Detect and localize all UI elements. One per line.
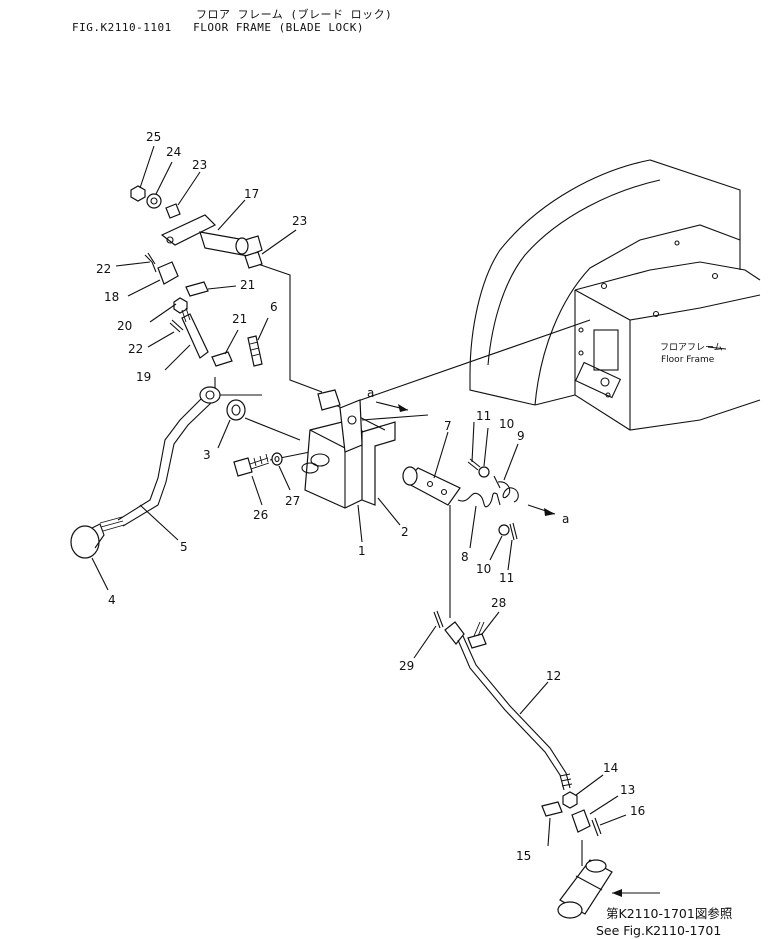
part-17-arm [160, 214, 263, 257]
part-label-21-upper: 21 [240, 278, 255, 292]
part-29-cotter [433, 610, 444, 629]
referenced-valve-part [557, 840, 613, 919]
frame-label-jp: フロアフレーム [660, 342, 723, 353]
part-label-8: 8 [461, 550, 469, 564]
part-label-14: 14 [603, 761, 618, 775]
part-7-shaft [402, 466, 461, 506]
part-11-cotter-upper [467, 458, 481, 471]
part-label-16: 16 [630, 804, 645, 818]
figure-header: FIG.K2110-1101 FLOOR FRAME (BLADE LOCK) [72, 21, 364, 34]
part-14-nut [562, 791, 578, 809]
part-label-22-lower: 22 [128, 342, 143, 356]
part-label-19: 19 [136, 370, 151, 384]
view-marker-right: a [562, 512, 569, 526]
lock-tab [317, 389, 363, 453]
part-label-3: 3 [203, 448, 211, 462]
view-arrow-upper: a [367, 386, 409, 412]
part-16-cotter [591, 817, 602, 837]
part-label-18: 18 [104, 290, 119, 304]
part-label-10-lower: 10 [476, 562, 491, 576]
assembly-lines [214, 262, 591, 618]
part-label-27: 27 [285, 494, 300, 508]
part-label-1: 1 [358, 544, 366, 558]
part-10-washer-upper [478, 466, 490, 478]
part-20-nut [173, 297, 188, 314]
part-13-clevis [571, 809, 591, 833]
reference-label-jp: 第K2110-1701図参照 [606, 906, 732, 921]
part-21-pin-lower [211, 351, 233, 367]
part-label-26: 26 [253, 508, 268, 522]
reference-arrow [612, 889, 660, 897]
part-15-pin [541, 801, 563, 817]
part-12-rod [444, 621, 573, 791]
part-label-5: 5 [180, 540, 188, 554]
part-label-15: 15 [516, 849, 531, 863]
part-label-11-upper: 11 [476, 409, 491, 423]
part-number-labels: 1 2 3 4 5 6 7 8 9 10 10 11 11 12 13 14 1… [96, 130, 645, 863]
part-label-17: 17 [244, 187, 259, 201]
part-label-23-lower: 23 [292, 214, 307, 228]
part-28-bolt [467, 621, 487, 649]
part-label-29: 29 [399, 659, 414, 673]
part-25-nut [130, 185, 146, 202]
part-label-11-lower: 11 [499, 571, 514, 585]
part-label-20: 20 [117, 319, 132, 333]
part-10-washer-lower [498, 524, 510, 536]
part-5-lever [99, 386, 221, 532]
part-label-6: 6 [270, 300, 278, 314]
part-label-4: 4 [108, 593, 116, 607]
reference-label-en: See Fig.K2110-1701 [596, 923, 721, 938]
part-label-21-lower: 21 [232, 312, 247, 326]
callout-leaders [91, 145, 627, 847]
part-label-28: 28 [491, 596, 506, 610]
part-22-cotter-lower [169, 319, 184, 333]
part-label-10-upper: 10 [499, 417, 514, 431]
part-label-23-upper: 23 [192, 158, 207, 172]
figure-title-en: FLOOR FRAME (BLADE LOCK) [193, 21, 365, 34]
part-label-12: 12 [546, 669, 561, 683]
view-arrow-right: a [527, 504, 569, 526]
part-8-spring [457, 492, 501, 508]
part-26-bolt [233, 453, 270, 477]
part-label-24: 24 [166, 145, 181, 159]
part-3-bushing [226, 399, 246, 421]
part-4-knob [70, 523, 105, 559]
part-label-7: 7 [444, 419, 452, 433]
part-23-bushing-lower [244, 251, 263, 269]
part-27-washer [271, 452, 283, 466]
part-label-22-upper: 22 [96, 262, 111, 276]
part-label-13: 13 [620, 783, 635, 797]
figure-number: FIG.K2110-1101 [72, 21, 172, 34]
part-21-pin-upper [185, 281, 209, 297]
part-22-cotter-upper [144, 252, 157, 273]
part-19-rod-end [181, 307, 209, 359]
part-9-spring [493, 475, 519, 503]
figure-title-jp: フロア フレーム (ブレード ロック) [196, 8, 393, 21]
part-6-spring-pin [247, 335, 263, 367]
view-marker-upper: a [367, 386, 374, 400]
part-label-2: 2 [401, 525, 409, 539]
part-24-washer [146, 193, 162, 209]
part-11-cotter-lower [509, 522, 518, 541]
frame-label-en: Floor Frame [661, 355, 715, 365]
floor-frame-drawing: フロアフレーム Floor Frame [469, 159, 761, 431]
part-23-bushing-upper [165, 203, 181, 219]
part-label-25: 25 [146, 130, 161, 144]
part-label-9: 9 [517, 429, 525, 443]
part-18-clevis [157, 261, 179, 285]
